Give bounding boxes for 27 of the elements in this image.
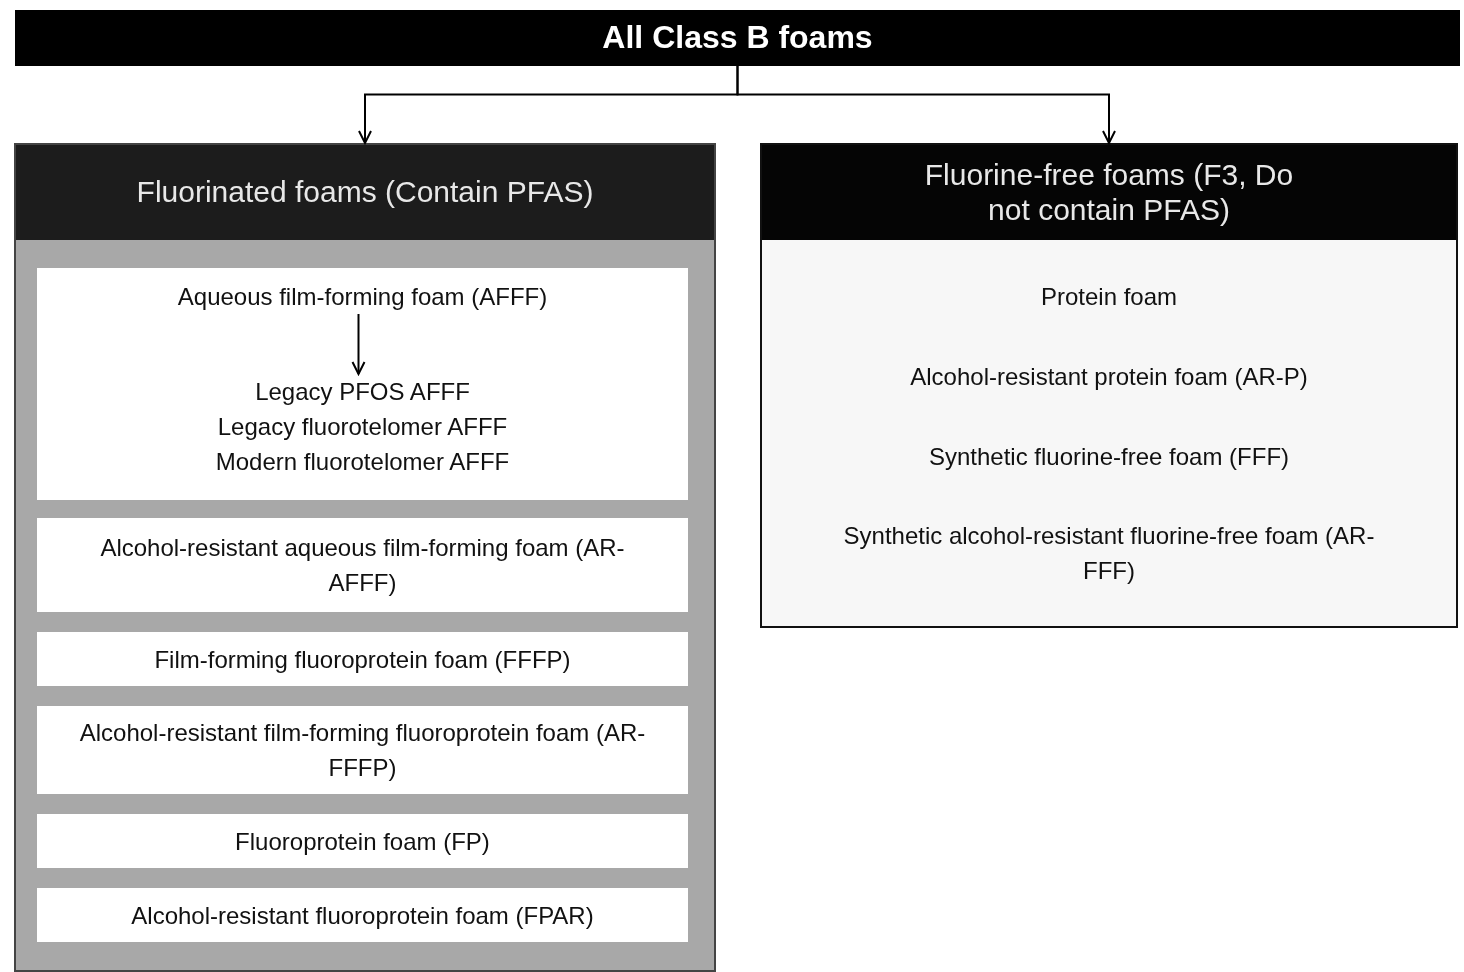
foam-card (37, 888, 688, 942)
category-heading: Fluorine-free foams (F3, Do not contain PFAS) (762, 145, 1456, 240)
foam-type-text: Synthetic fluorine-free foam (FFF) (928, 441, 1290, 472)
foam-type-text: Alcohol-resistant fluoroprotein foam (FPAR) (131, 900, 594, 931)
category-panel (14, 143, 716, 972)
foam-type-text: Synthetic alcohol-resistant fluorine-free foam (AR-FFF) (842, 521, 1376, 586)
foam-type-text: Protein foam (1040, 281, 1178, 312)
title-text: All Class B foams (602, 20, 873, 56)
foam-type-text: Alcohol-resistant film-forming fluoroprotein foam (AR-FFFP) (78, 718, 647, 783)
arrow (351, 313, 366, 375)
list-item: Modern fluorotelomer AFFF (215, 447, 510, 477)
category-panel (760, 143, 1458, 628)
list-item: Legacy PFOS AFFF (255, 377, 470, 407)
category-heading: Fluorinated foams (Contain PFAS) (16, 145, 714, 240)
foam-card (37, 814, 688, 868)
foam-type-text: Aqueous film-forming foam (AFFF) (177, 281, 548, 312)
foam-type-text: Fluoroprotein foam (FP) (235, 826, 490, 857)
foam-card (37, 632, 688, 686)
foam-type-text: Alcohol-resistant aqueous film-forming foam (AR-AFFF) (99, 533, 626, 598)
list-item: Legacy fluorotelomer AFFF (217, 412, 508, 442)
foam-card (37, 268, 688, 500)
foam-type-text: Film-forming fluoroprotein foam (FFFP) (154, 644, 571, 675)
arrow (736, 65, 1116, 144)
foam-card (37, 518, 688, 612)
header-bar (15, 10, 1460, 66)
foam-type-text: Alcohol-resistant protein foam (AR-P) (910, 361, 1308, 392)
foam-card (37, 706, 688, 794)
